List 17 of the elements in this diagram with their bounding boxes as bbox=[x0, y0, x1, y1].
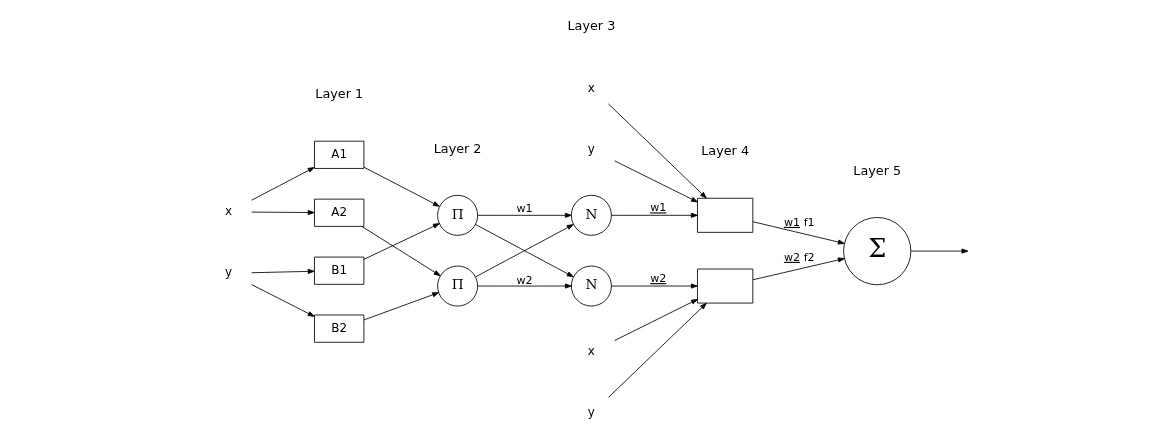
edge-label: w1 bbox=[649, 201, 666, 215]
label: Layer 1 bbox=[314, 86, 363, 102]
edge-label: w2 bbox=[649, 272, 666, 286]
label: Layer 4 bbox=[700, 143, 749, 159]
node-text: x bbox=[587, 80, 595, 95]
label: Layer 2 bbox=[433, 140, 481, 156]
node-text: y bbox=[587, 141, 595, 156]
edge-label: w2 f2 bbox=[783, 250, 815, 264]
label: Layer 3 bbox=[566, 18, 615, 33]
edge-label: w1 f1 bbox=[783, 215, 815, 229]
node-text: x bbox=[224, 204, 232, 219]
label: Layer 5 bbox=[852, 162, 901, 178]
edge-label: w2 bbox=[515, 273, 533, 287]
edge-label: w1 bbox=[515, 202, 533, 216]
node-text: y bbox=[587, 405, 595, 420]
node-text: x bbox=[587, 343, 595, 358]
node-text: y bbox=[224, 265, 232, 280]
